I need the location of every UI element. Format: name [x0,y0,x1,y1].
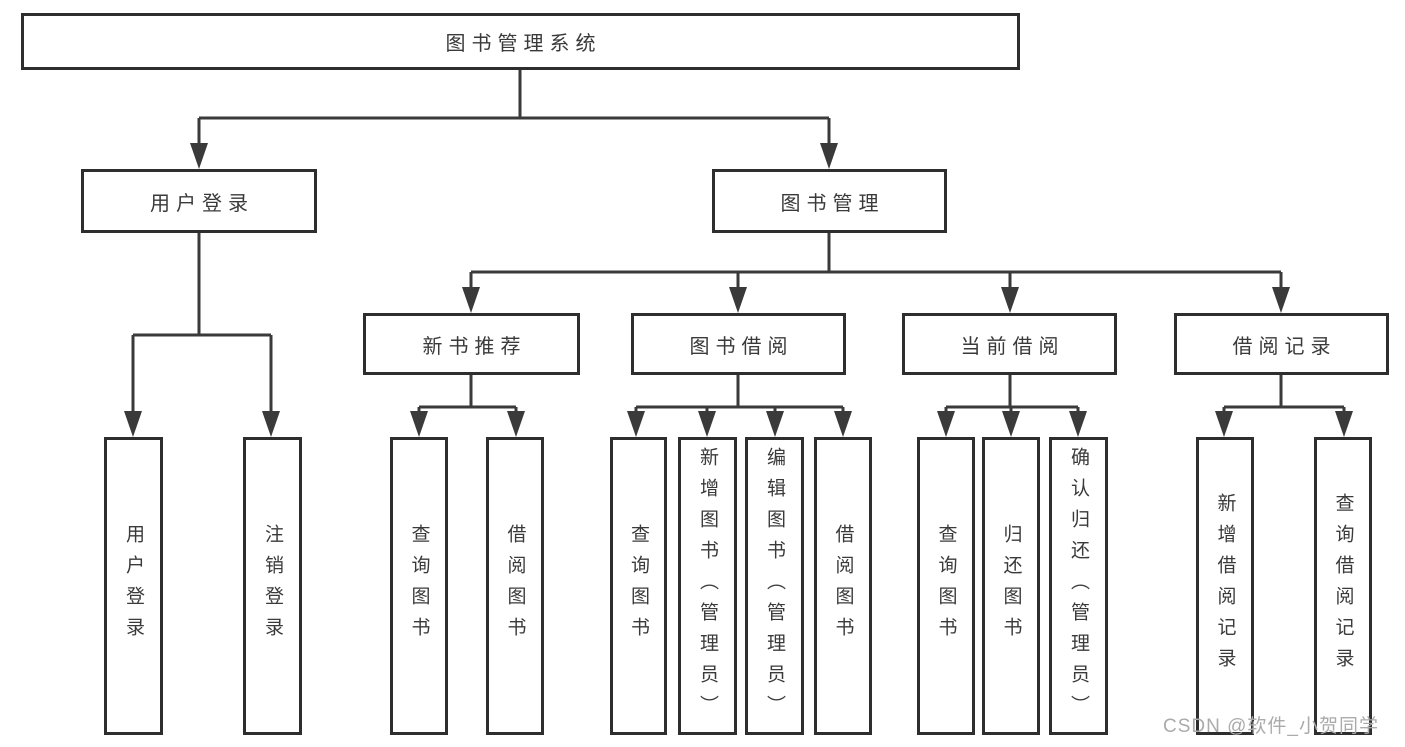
leaf-query-books-recommend-label: 查询图书 [408,524,430,648]
leaf-add-borrow-record: 新增借阅记录 [1196,437,1254,735]
leaf-confirm-return-admin: 确认归还（管理员） [1049,437,1108,735]
leaf-borrow-books-borrowing-label: 借阅图书 [832,524,854,648]
leaf-query-books-borrowing: 查询图书 [610,437,667,735]
leaf-user-login-label: 用户登录 [123,524,144,648]
leaf-logout: 注销登录 [243,437,302,735]
node-new-book-recommend-label: 新书推荐 [422,335,527,358]
leaf-return-book-label: 归还图书 [1000,524,1022,648]
leaf-edit-book-admin-label: 编辑图书（管理员） [764,446,785,726]
leaf-user-login: 用户登录 [104,437,163,735]
watermark: CSDN @软件_小贺同学 [1163,716,1379,737]
node-user-login-module-label: 用户登录 [150,192,254,215]
leaf-query-books-borrowing-label: 查询图书 [628,524,649,648]
leaf-edit-book-admin: 编辑图书（管理员） [745,437,804,735]
node-current-borrowing: 当前借阅 [902,313,1117,375]
node-borrowing-records: 借阅记录 [1174,313,1389,375]
node-current-borrowing-label: 当前借阅 [960,335,1065,358]
leaf-logout-label: 注销登录 [262,524,283,648]
leaf-query-borrow-record: 查询借阅记录 [1314,437,1372,735]
node-borrowing-records-label: 借阅记录 [1232,335,1337,358]
node-book-borrowing: 图书借阅 [631,313,846,375]
leaf-query-books-current: 查询图书 [917,437,975,735]
node-root-label: 图书管理系统 [445,33,602,55]
leaf-return-book: 归还图书 [982,437,1040,735]
node-root: 图书管理系统 [21,13,1020,70]
node-new-book-recommend: 新书推荐 [363,313,580,375]
leaf-confirm-return-admin-label: 确认归还（管理员） [1068,446,1089,726]
node-book-management-module-label: 图书管理 [780,192,885,215]
leaf-query-books-recommend: 查询图书 [390,437,448,735]
leaf-borrow-books-recommend: 借阅图书 [486,437,544,735]
leaf-add-borrow-record-label: 新增借阅记录 [1214,493,1236,679]
leaf-borrow-books-recommend-label: 借阅图书 [504,524,526,648]
leaf-query-books-current-label: 查询图书 [935,524,957,648]
leaf-add-book-admin: 新增图书（管理员） [678,437,737,735]
arrowheads [124,143,1353,437]
leaf-borrow-books-borrowing: 借阅图书 [814,437,872,735]
node-book-management-module: 图书管理 [712,169,947,233]
node-user-login-module: 用户登录 [81,169,317,233]
leaf-add-book-admin-label: 新增图书（管理员） [697,446,718,726]
leaf-query-borrow-record-label: 查询借阅记录 [1332,493,1354,679]
node-book-borrowing-label: 图书借阅 [689,335,794,358]
